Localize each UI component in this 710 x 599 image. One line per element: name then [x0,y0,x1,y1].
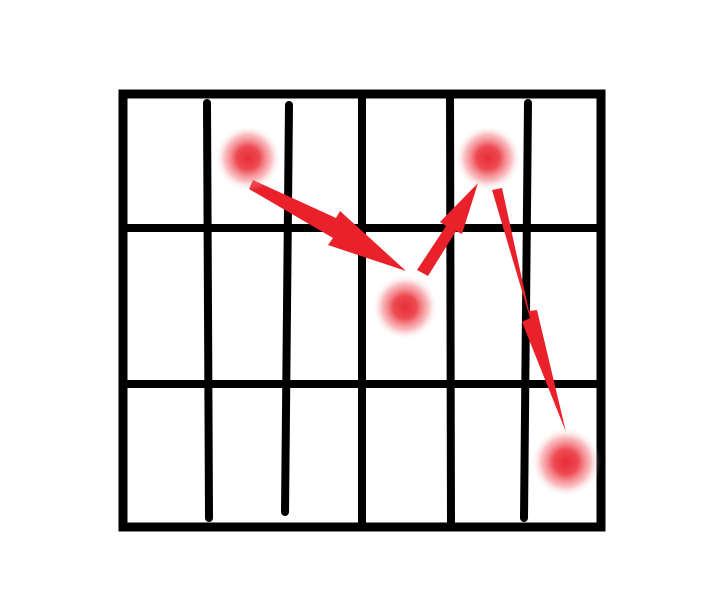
path-arrow-1 [249,180,406,271]
grid-column-divider-2 [281,101,293,516]
path-point-2 [372,274,438,340]
path-point-4 [531,427,601,497]
grid-column-divider-4 [446,95,455,528]
grid-column-divider-1 [203,99,213,522]
path-arrow-3 [492,188,566,432]
grid-column-divider-5 [520,99,532,522]
path-point-3 [455,125,521,191]
path-point-1 [215,125,281,191]
path-arrow-2 [417,183,478,276]
